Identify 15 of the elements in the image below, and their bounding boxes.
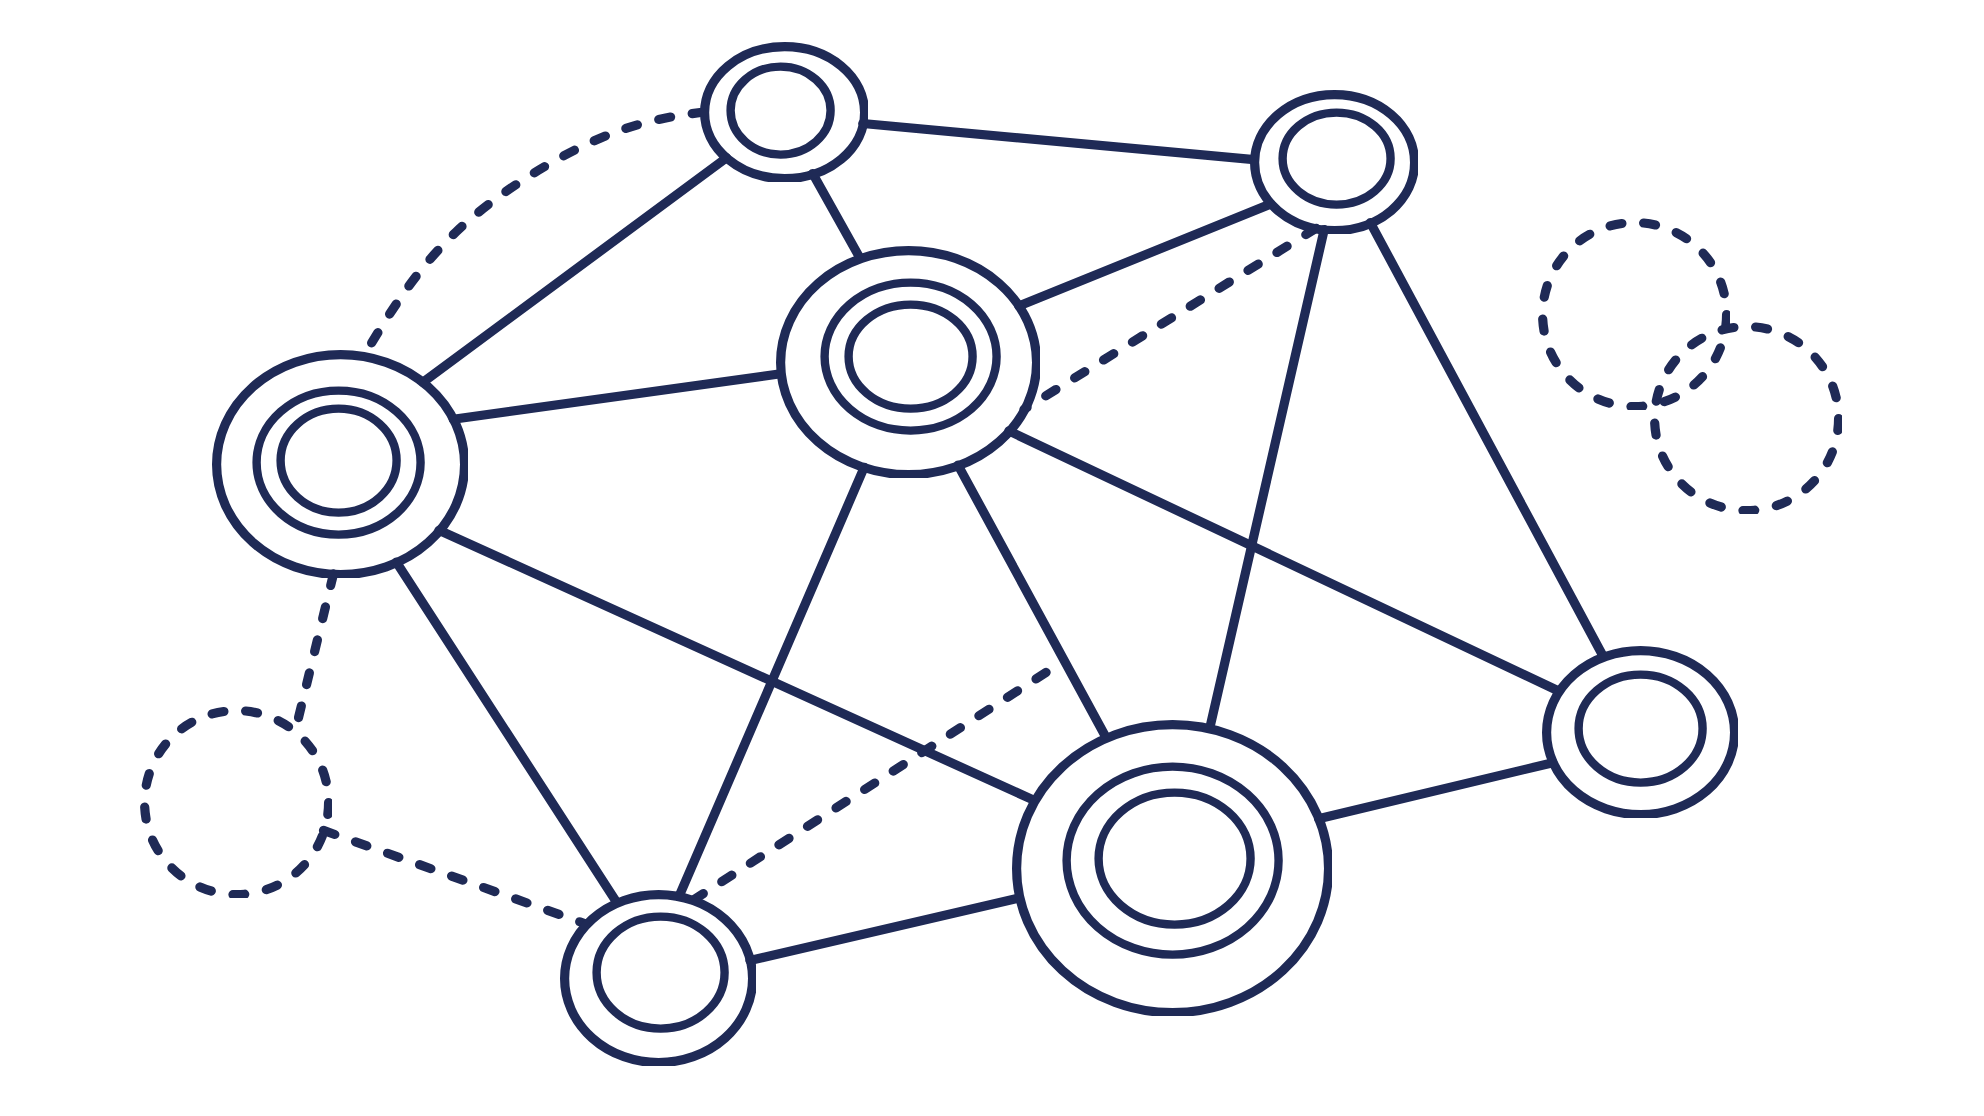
dashed-circle-node [1649,321,1843,515]
dashed-circle-node [1537,217,1731,411]
connector-line [418,153,732,387]
dashed-circle-node [139,705,333,899]
ring-node [211,349,469,579]
dashed-connector-line [1019,223,1321,414]
ring-node [1541,645,1739,819]
ring-node [1011,719,1333,1017]
ring-node [1249,89,1419,235]
ring-node [775,245,1041,479]
connector-line [434,525,1039,805]
dashed-connector-line [318,825,591,929]
connector-line [1004,426,1564,696]
ring-node [699,41,869,183]
ring-node [559,889,757,1067]
